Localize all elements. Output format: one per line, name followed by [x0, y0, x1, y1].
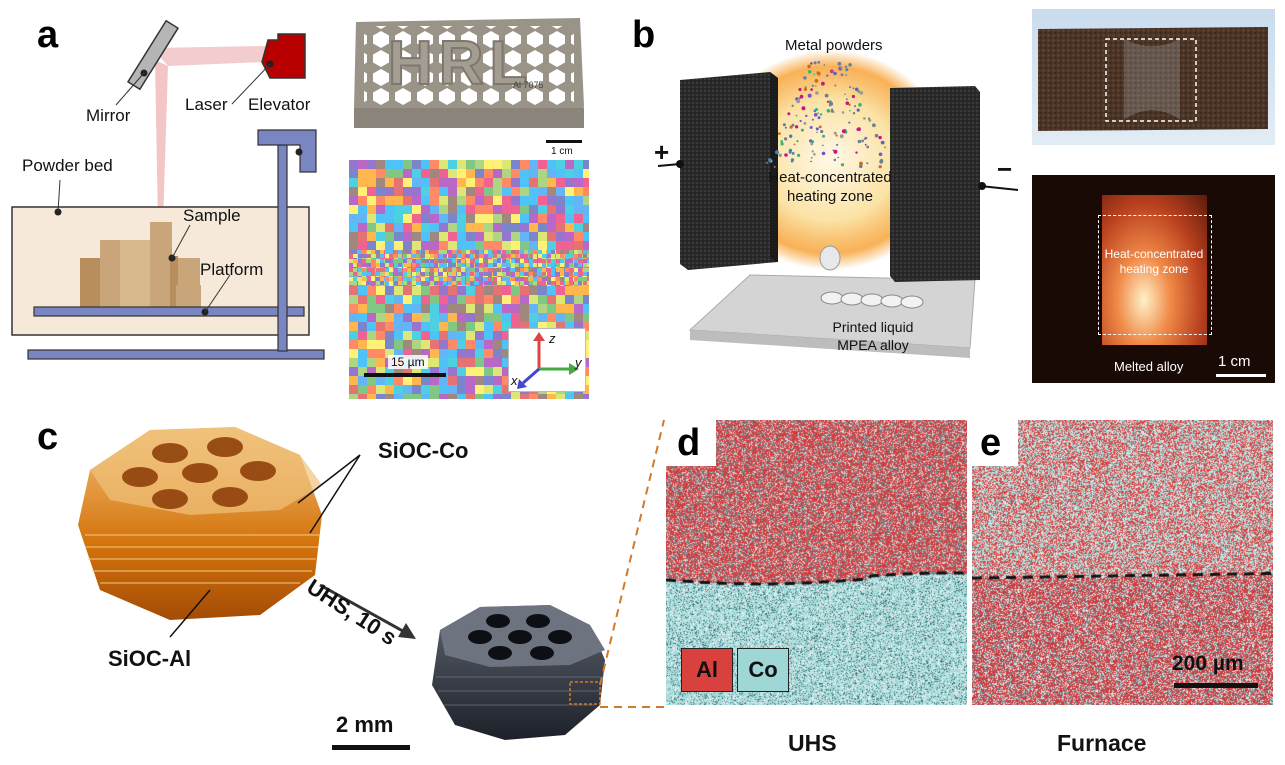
minus-terminal: −	[997, 154, 1013, 184]
metal-powders-label: Metal powders	[785, 37, 883, 54]
left-electrode	[680, 72, 778, 270]
part-scale-bar	[546, 140, 582, 143]
laser-source	[261, 33, 306, 79]
axis-y: y	[575, 355, 582, 370]
e-scale-label: 200 µm	[1172, 652, 1244, 675]
panel-b-letter: b	[632, 14, 656, 56]
electrode-photo	[1032, 9, 1275, 145]
e-scale-bar	[1174, 683, 1258, 688]
melted-alloy-label: Melted alloy	[1114, 359, 1184, 374]
ebsd-scale-bar	[364, 373, 446, 377]
elevator-column	[277, 144, 288, 352]
powder-bed-label: Powder bed	[22, 156, 113, 175]
printed-part-photo: HRL Al 7075	[348, 10, 588, 135]
base-bar	[27, 349, 325, 360]
falling-droplet	[819, 245, 841, 271]
sioc-al-label: SiOC-Al	[108, 646, 192, 671]
panel-c-letter: c	[37, 416, 59, 458]
axis-z: z	[549, 331, 556, 346]
ebsd-map	[349, 160, 589, 399]
photo-scale-bar	[1216, 374, 1266, 377]
mirror-label: Mirror	[86, 106, 131, 125]
heating-zone-label: Heat-concentrated heating zone	[768, 169, 892, 205]
elevator-pivot	[295, 148, 303, 156]
sioc-co-label: SiOC-Co	[378, 438, 469, 463]
panel-e-letter: e	[980, 422, 1002, 464]
furnace-caption: Furnace	[1057, 730, 1147, 756]
sioc-sintered-honeycomb	[432, 605, 605, 740]
axis-triad: z y x	[508, 328, 586, 392]
uhs-printing-schematic	[657, 50, 1019, 358]
sample-stack	[80, 222, 201, 308]
panel-d-letter: d	[677, 422, 701, 464]
laser-beam-vertical	[155, 60, 168, 225]
mirror-shape	[126, 19, 180, 91]
elevator-label: Elevator	[248, 95, 311, 114]
panel-a-letter: a	[37, 14, 59, 56]
uhs-caption: UHS	[788, 730, 837, 756]
part-alloy: Al 7075	[513, 80, 544, 90]
laser-beam-horizontal	[152, 46, 265, 66]
sls-schematic	[11, 19, 325, 360]
panel-e-letter-box	[972, 420, 1018, 466]
platform-bar	[33, 306, 305, 317]
photo-scale-label: 1 cm	[1218, 353, 1251, 370]
photo-heating-zone-label: Heat-concentrated heating zone	[1104, 247, 1204, 276]
right-electrode	[890, 86, 980, 282]
ebsd-scale-label: 15 µm	[388, 355, 428, 369]
sioc-precursor-honeycomb	[78, 427, 322, 620]
sioc-structures	[78, 427, 605, 740]
plus-terminal: +	[654, 137, 670, 167]
panel-d-letter-box	[666, 420, 716, 466]
metal-powder-particles	[766, 60, 887, 169]
zoom-lines	[599, 419, 665, 708]
platform-label: Platform	[200, 260, 264, 279]
c-scale-bar	[332, 745, 410, 750]
furnace-edx-map	[972, 420, 1273, 705]
sample-label: Sample	[183, 206, 241, 225]
c-scale-label: 2 mm	[336, 712, 394, 737]
legend-co: Co	[737, 648, 789, 692]
axis-x: x	[511, 373, 518, 388]
printed-droplets	[820, 291, 924, 309]
heating-photo: Heat-concentrated heating zone Melted al…	[1032, 175, 1275, 383]
laser-label: Laser	[185, 95, 228, 114]
legend-al: Al	[681, 648, 733, 692]
part-scale-label: 1 cm	[551, 146, 573, 157]
elevator-head	[257, 129, 317, 173]
printed-alloy-label: Printed liquid MPEA alloy	[832, 319, 914, 353]
part-text: HRL	[387, 28, 534, 99]
